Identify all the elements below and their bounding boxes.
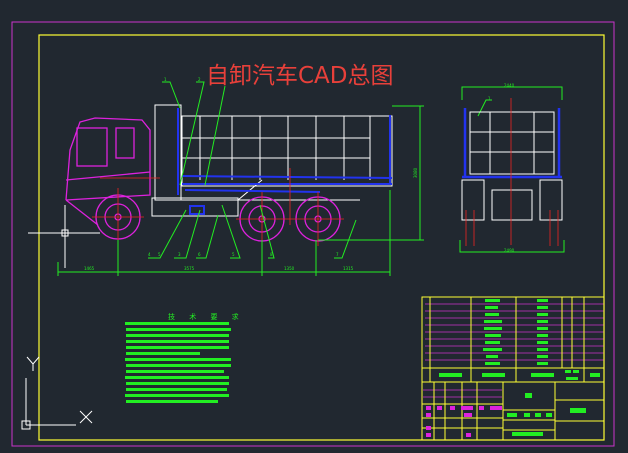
dim-rear-top: 2440 [504,83,515,88]
leader-label: 8 [270,252,273,257]
truck-side-view: 1465 3575 1350 1315 3080 2440 2490 1 2 4… [28,77,515,276]
truck-rear-view [459,86,565,253]
leader-label: 7 [336,252,339,257]
dimension-lines [57,81,424,276]
leader-label: 4 [148,252,151,257]
dim-1465: 1465 [84,266,95,271]
ucs-icon [21,356,93,430]
leader-label: 6 [198,252,201,257]
drawing-title: 自卸汽车CAD总图 [206,63,394,89]
leader-label: 3 [178,252,181,257]
dim-height: 3080 [413,167,418,178]
leader-label: 1 [164,77,167,82]
dim-rear-bottom: 2490 [504,248,515,253]
dim-1350: 1350 [284,266,295,271]
tech-requirements-heading: 技 术 要 求 [168,313,245,321]
drawing-frame [38,34,605,441]
leader-label: 2 [198,77,201,82]
outer-sheet-border [11,21,615,447]
tech-requirements-lines [125,322,231,403]
leader-label: 1 [488,96,491,101]
leader-label: 5 [232,252,235,257]
dim-1315: 1315 [343,266,354,271]
crosshair-cursor [28,205,100,268]
leader-label: 5 [158,252,161,257]
title-block [421,296,605,441]
cab [65,117,341,242]
dim-3575: 3575 [184,266,195,271]
